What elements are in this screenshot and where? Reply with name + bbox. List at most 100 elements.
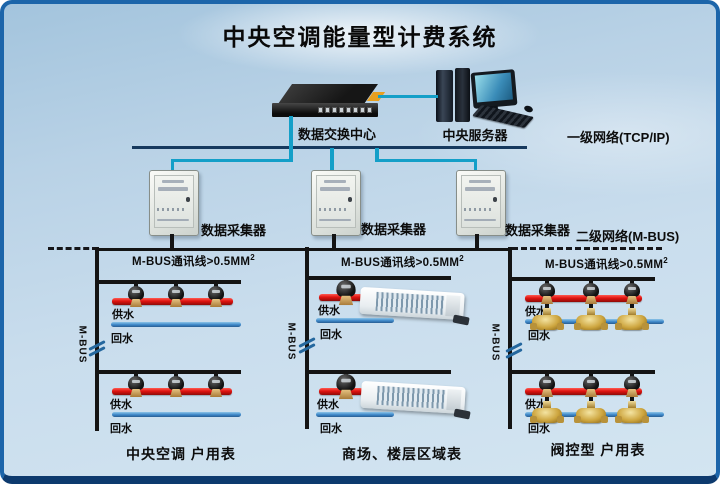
- link-branch-drop: [375, 148, 379, 162]
- control-valve: [574, 401, 608, 425]
- meter-body: [583, 376, 599, 390]
- meter-base: [210, 299, 222, 307]
- meter-base: [541, 389, 553, 397]
- mbus-branch-line: [510, 277, 655, 281]
- level2-network-label: 二级网络(M-BUS): [576, 229, 680, 244]
- meter-base: [338, 389, 354, 400]
- valve-nut: [587, 401, 595, 409]
- collector-indicator-row: [464, 208, 494, 211]
- central-server: [428, 62, 535, 129]
- meter-body: [583, 283, 599, 297]
- valve-nut: [543, 401, 551, 409]
- collector-text-line: [324, 180, 346, 183]
- meter-base: [130, 299, 142, 307]
- meter-base: [626, 389, 638, 397]
- link-collector-3-drop: [474, 159, 477, 172]
- bus-line-sup: 2: [250, 253, 256, 263]
- riser-break-icon: [298, 339, 318, 353]
- meter-body: [336, 280, 356, 297]
- riser-label: M-BUS: [76, 325, 88, 364]
- collector-text-line: [158, 187, 188, 191]
- server-monitor: [470, 69, 518, 109]
- link-collector-1-drop: [171, 159, 174, 172]
- heat-meter: [582, 376, 600, 398]
- meter-base: [541, 296, 553, 304]
- heat-meter: [167, 376, 185, 398]
- switch-port-icon: [332, 107, 337, 113]
- fan-coil-bracket: [453, 408, 471, 420]
- meter-body: [624, 376, 640, 390]
- riser-break-icon: [505, 344, 525, 358]
- switch-ports: [318, 107, 372, 113]
- collector-text-line: [162, 180, 184, 183]
- valve-nut: [587, 308, 595, 316]
- collector-bus-drop: [332, 234, 336, 249]
- section-caption: 中央空调 户用表: [126, 446, 236, 462]
- heat-meter: [127, 286, 145, 308]
- bus-line-sup: 2: [459, 254, 465, 264]
- fan-coil-endcap: [446, 389, 462, 411]
- switch-port-icon: [353, 107, 358, 113]
- fan-coil-unit: [359, 286, 470, 326]
- valve-body: [574, 408, 608, 423]
- supply-pipe: [319, 388, 363, 395]
- supply-label: 供水: [317, 399, 339, 411]
- meter-body: [539, 283, 555, 297]
- link-to-collector-1: [171, 159, 293, 162]
- bus-line-label: M-BUS通讯线>0.5MM2: [341, 254, 465, 269]
- valve-body: [615, 315, 649, 330]
- meter-body: [128, 286, 144, 300]
- return-label: 回水: [320, 423, 342, 435]
- heat-meter: [538, 283, 556, 305]
- fan-coil-fins: [375, 291, 445, 315]
- collector-bus-drop: [475, 234, 479, 249]
- valve-nut: [543, 308, 551, 316]
- supply-label: 供水: [112, 309, 134, 321]
- fan-coil-unit: [360, 380, 471, 420]
- mbus-riser: [305, 247, 309, 429]
- control-valve: [615, 401, 649, 425]
- fan-coil-endcap: [445, 295, 461, 317]
- server-screen: [474, 72, 513, 103]
- supply-pipe: [319, 294, 363, 301]
- section-caption: 阀控型 户用表: [550, 442, 646, 458]
- collector-indicator-row: [157, 208, 187, 211]
- meter-body: [168, 376, 184, 390]
- heat-meter: [582, 283, 600, 305]
- mbus-branch-line: [97, 370, 241, 374]
- mbus-branch-line: [510, 370, 655, 374]
- meter-body: [336, 374, 356, 391]
- mbus-branch-line: [97, 280, 241, 284]
- meter-body: [168, 286, 184, 300]
- switch-port-icon: [367, 107, 372, 113]
- meter-base: [585, 296, 597, 304]
- meter-body: [539, 376, 555, 390]
- level2-line-solid: [96, 248, 512, 251]
- valve-body: [530, 315, 564, 330]
- network-switch: [266, 82, 388, 124]
- switch-port-icon: [346, 107, 351, 113]
- meter-base: [130, 389, 142, 397]
- level1-network-label: 一级网络(TCP/IP): [567, 130, 670, 145]
- server-tower: [455, 68, 470, 122]
- return-label: 回水: [528, 423, 550, 435]
- collector-label: 数据采集器: [505, 223, 571, 238]
- collector-label: 数据采集器: [361, 222, 427, 237]
- collector-label: 数据采集器: [201, 223, 267, 238]
- switch-port-icon: [318, 107, 323, 113]
- return-label: 回水: [111, 333, 133, 345]
- return-label: 回水: [110, 423, 132, 435]
- return-pipe: [112, 412, 241, 417]
- heat-meter: [335, 280, 357, 306]
- data-collector: [311, 170, 361, 236]
- heat-meter: [207, 286, 225, 308]
- heat-meter: [623, 376, 641, 398]
- valve-body: [530, 408, 564, 423]
- valve-body: [615, 408, 649, 423]
- server-label: 中央服务器: [442, 128, 508, 143]
- heat-meter: [207, 376, 225, 398]
- return-label: 回水: [528, 330, 550, 342]
- control-valve: [615, 308, 649, 332]
- collector-keyhole: [348, 197, 352, 202]
